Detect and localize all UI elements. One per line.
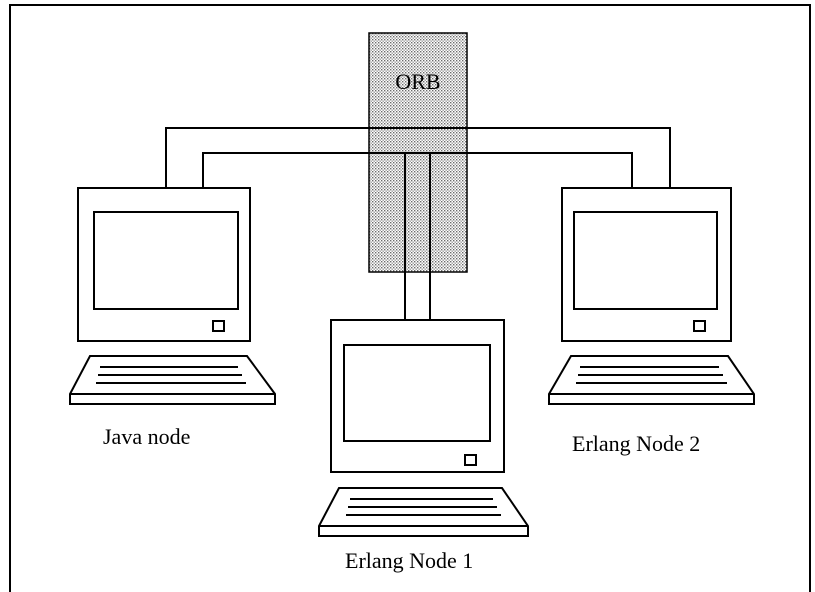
orb-label: ORB bbox=[395, 69, 440, 94]
erlang2-power-button bbox=[693, 320, 706, 332]
erlang-node-1-label: Erlang Node 1 bbox=[345, 548, 473, 573]
diagram-frame bbox=[9, 4, 811, 592]
java-node-computer: Java node bbox=[69, 187, 276, 449]
inner-bus-line bbox=[202, 152, 633, 188]
erlang1-screen bbox=[343, 344, 491, 442]
java-screen bbox=[93, 211, 239, 310]
erlang-node-2-label: Erlang Node 2 bbox=[572, 431, 700, 456]
erlang-node-2-computer: Erlang Node 2 bbox=[548, 187, 755, 456]
erlang2-keyboard bbox=[548, 355, 755, 405]
java-keyboard bbox=[69, 355, 276, 405]
java-node-label: Java node bbox=[103, 424, 190, 449]
java-power-button bbox=[212, 320, 225, 332]
connection-lines bbox=[165, 127, 671, 320]
erlang1-power-button bbox=[464, 454, 477, 466]
erlang-node-1-computer: Erlang Node 1 bbox=[318, 319, 529, 573]
erlang2-screen bbox=[573, 211, 718, 310]
erlang1-keyboard bbox=[318, 487, 529, 537]
outer-bus-line bbox=[165, 127, 671, 188]
